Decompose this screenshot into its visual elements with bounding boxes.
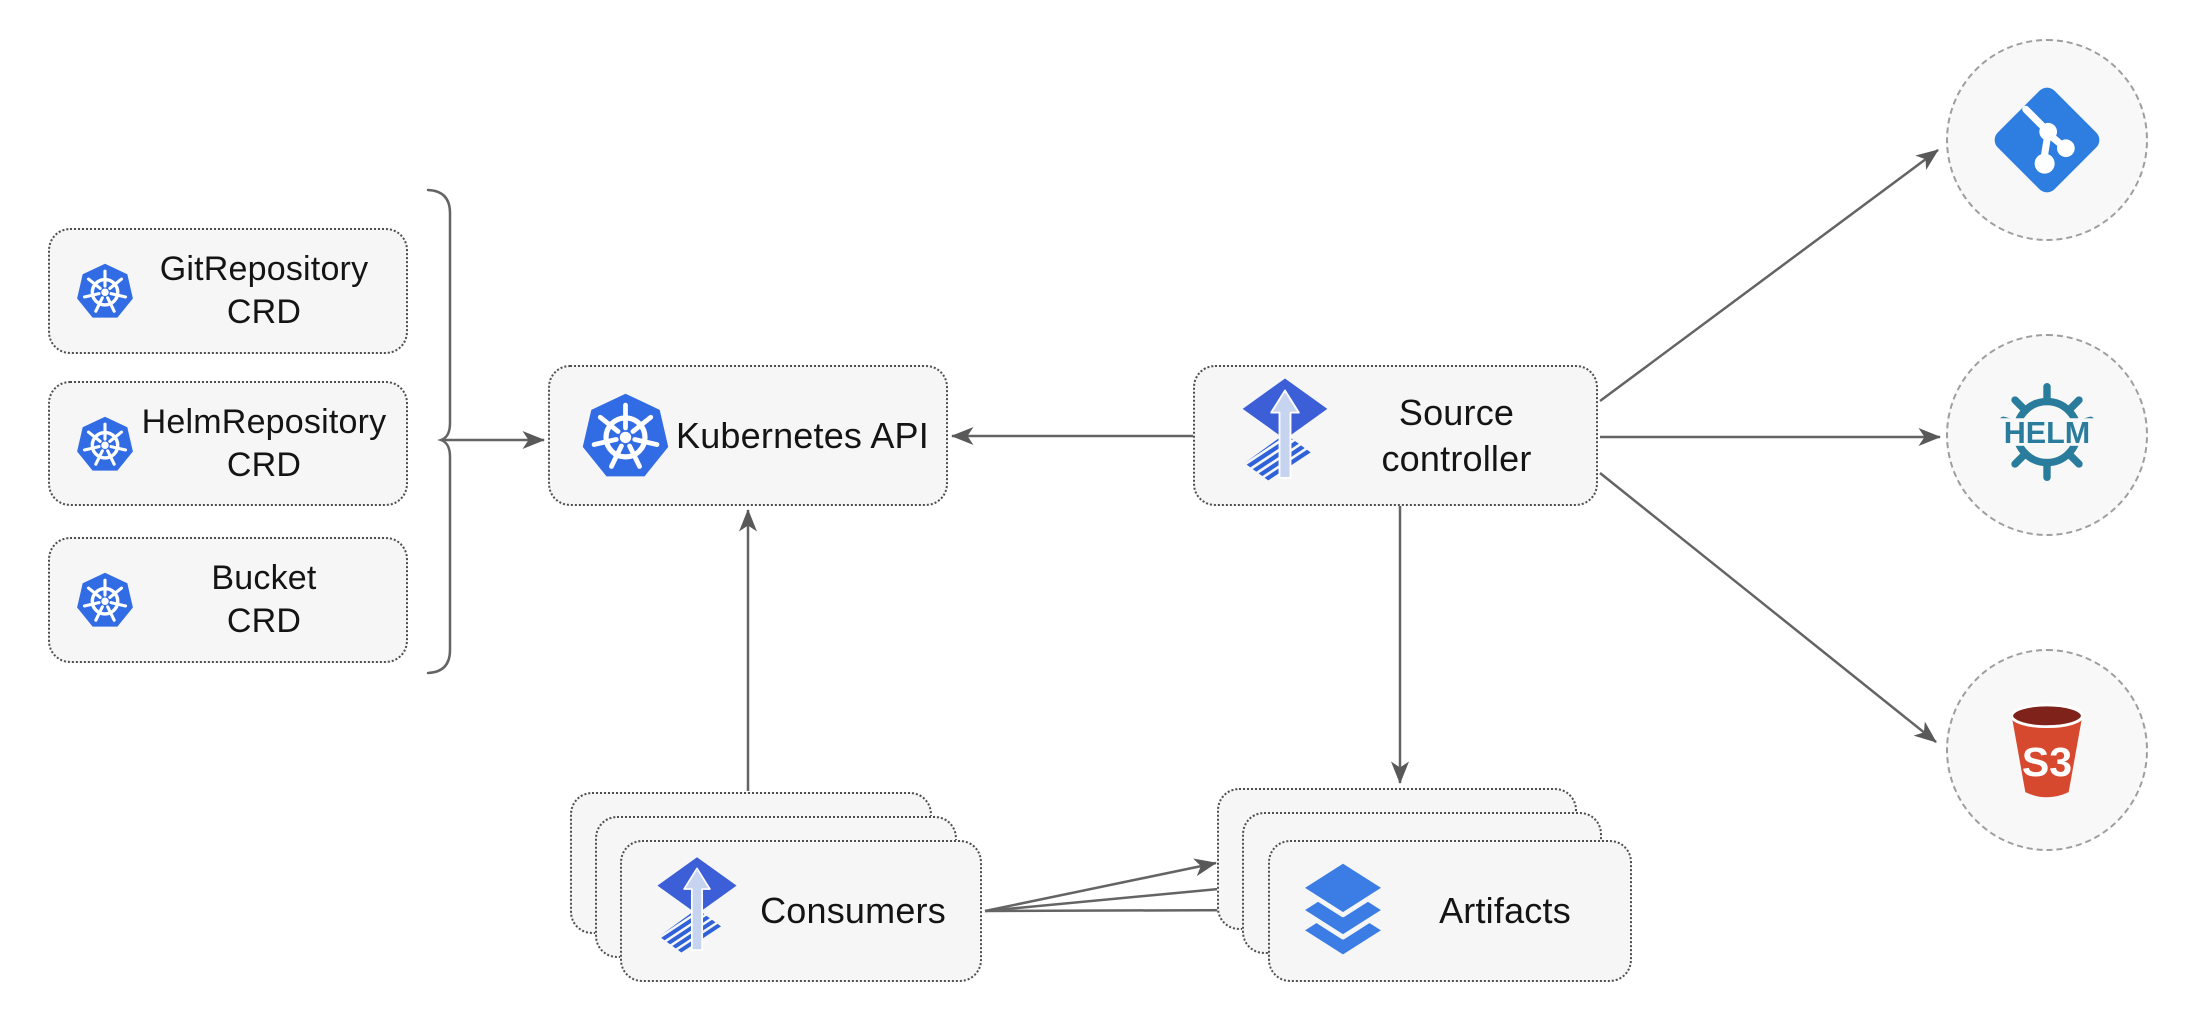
arrow-consumers-to-artifacts-2 (984, 880, 1241, 913)
node-helm-source: HELM (1946, 334, 2148, 536)
arrow-source-to-s3 (1599, 472, 1937, 743)
git-icon (1988, 81, 2106, 199)
layers-icon (1292, 857, 1394, 965)
node-git-source (1946, 39, 2148, 241)
node-label: Consumers (760, 890, 946, 932)
node-label: Kubernetes API (676, 414, 929, 456)
node-kubernetes-api: Kubernetes API (548, 365, 948, 506)
helm-icon: HELM (1983, 380, 2111, 490)
svg-text:S3: S3 (2022, 739, 2072, 785)
s3-icon: S3 (1990, 693, 2104, 807)
kubernetes-icon (74, 413, 136, 475)
node-label: Artifacts (1439, 890, 1571, 932)
arrow-consumers-to-artifacts-1 (984, 858, 1217, 913)
svg-text:HELM: HELM (2004, 416, 2090, 450)
arrow-source-to-git (1599, 148, 1939, 403)
node-s3-source: S3 (1946, 649, 2148, 851)
node-artifacts: Artifacts (1268, 840, 1632, 982)
crd-group-bracket (426, 188, 452, 675)
kubernetes-icon (578, 388, 673, 483)
kubernetes-icon (74, 260, 136, 322)
flux-icon (654, 855, 740, 967)
node-consumers: Consumers (620, 840, 982, 982)
flux-icon (1239, 377, 1331, 495)
kubernetes-icon (74, 569, 136, 631)
